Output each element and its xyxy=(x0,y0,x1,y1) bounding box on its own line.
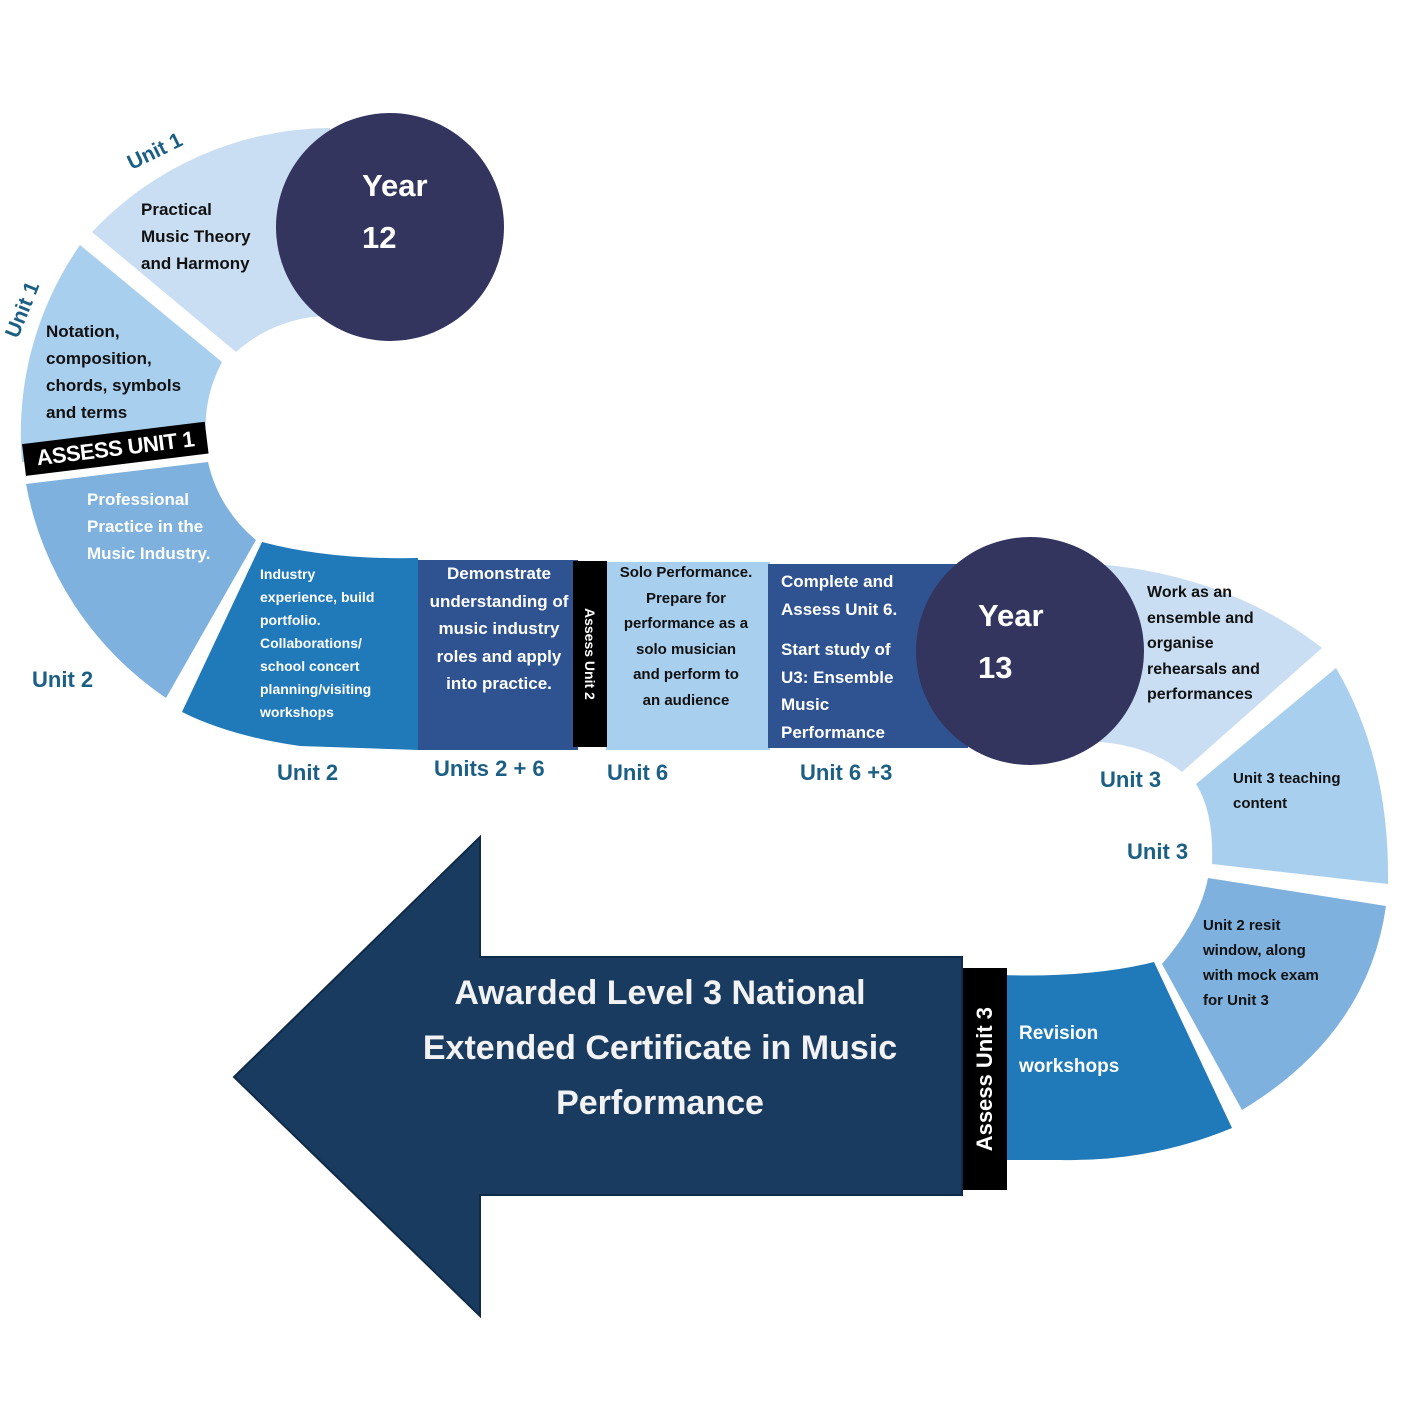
text-line: Demonstrate xyxy=(447,564,551,583)
text-line: Revision xyxy=(1019,1023,1099,1044)
segment-text-unit2-resit: Unit 2 resit window, along with mock exa… xyxy=(1203,913,1319,1013)
text-line: and terms xyxy=(46,403,128,422)
text-line: Work as an xyxy=(1147,584,1233,601)
segment-units-2-6 xyxy=(418,560,578,750)
text-line: an audience xyxy=(642,691,730,709)
text-line: Music Theory xyxy=(141,227,251,246)
segment-text-demonstrate: Demonstrate understanding of music indus… xyxy=(418,560,580,698)
segment-unit2-resit xyxy=(1162,878,1386,1110)
segment-unit1-music-theory xyxy=(92,128,330,352)
segment-unit1-notation xyxy=(20,245,222,462)
text-line: and perform to xyxy=(633,666,739,683)
spacer xyxy=(781,623,897,636)
segment-unit2-professional-practice xyxy=(26,462,256,698)
segment-text-ensemble: Work as an ensemble and organise rehears… xyxy=(1147,580,1260,708)
unit-label: Unit 2 xyxy=(32,667,94,692)
text-line: with mock exam xyxy=(1203,967,1319,984)
award-title: Awarded Level 3 National Extended Certif… xyxy=(370,966,950,1131)
award-arrow-shape xyxy=(232,834,963,1319)
text-line: Notation, xyxy=(46,322,120,341)
assess-unit3-label: Assess Unit 3 xyxy=(972,1006,997,1152)
text-line: for Unit 3 xyxy=(1203,992,1269,1009)
text-line: roles and apply xyxy=(436,646,562,666)
text-line: Unit 3 teaching xyxy=(1233,770,1341,787)
text-line: into practice. xyxy=(446,674,552,693)
text-line: ensemble and xyxy=(1147,609,1254,627)
unit-label: Unit 3 xyxy=(1127,839,1189,864)
text-line: workshops xyxy=(1019,1056,1120,1077)
text-line: Assess Unit 6. xyxy=(781,599,898,619)
segment-text-theory: Practical Music Theory and Harmony xyxy=(141,196,251,277)
segment-unit2-industry-experience xyxy=(182,542,418,750)
text-line: performances xyxy=(1147,686,1253,703)
segment-text-notation: Notation, composition, chords, symbols a… xyxy=(46,318,181,426)
text-line: Professional xyxy=(87,490,190,509)
segment-text-solo-performance: Solo Performance. Prepare for performanc… xyxy=(604,560,768,713)
segment-text-complete-unit6: Complete and Assess Unit 6. Start study … xyxy=(781,568,897,746)
segment-unit3-teaching xyxy=(1196,668,1389,884)
text-line: Performance xyxy=(781,722,885,742)
unit-label: Units 2 + 6 xyxy=(434,756,545,781)
text-line: content xyxy=(1233,795,1288,812)
text-line: Music xyxy=(781,695,830,714)
text-line: solo musician xyxy=(635,640,737,658)
text-line: Prepare for xyxy=(645,589,727,607)
text-line: chords, symbols xyxy=(46,376,182,395)
award-line: Extended Certificate in Music xyxy=(422,1029,898,1067)
unit-label: Unit 3 xyxy=(1100,767,1162,792)
text-line: rehearsals and xyxy=(1147,660,1260,678)
year13-label: Year 13 xyxy=(978,590,1044,694)
text-line: planning/visiting xyxy=(260,681,372,697)
text-line: Complete and xyxy=(781,572,894,591)
text-line: Music Industry. xyxy=(87,544,211,563)
unit-label: Unit 2 xyxy=(277,760,339,785)
year12-line1: Year xyxy=(362,168,428,203)
text-line: school concert xyxy=(260,658,360,674)
year13-line1: Year xyxy=(978,598,1044,633)
year12-line2: 12 xyxy=(362,220,397,255)
text-line: workshops xyxy=(260,704,334,720)
text-line: understanding of xyxy=(429,591,569,611)
segment-unit6-solo xyxy=(606,562,770,750)
text-line: Unit 2 resit xyxy=(1203,917,1281,934)
text-line: and Harmony xyxy=(141,254,250,273)
unit-label: Unit 6 xyxy=(607,760,669,785)
text-line: portfolio. xyxy=(260,612,321,628)
text-line: composition, xyxy=(46,349,152,368)
text-line: window, along xyxy=(1203,942,1306,959)
text-line: Collaborations/ xyxy=(260,635,362,651)
text-line: experience, build xyxy=(260,589,375,605)
year12-circle xyxy=(276,113,504,341)
assess-unit3-band: Assess Unit 3 xyxy=(963,968,1007,1190)
award-line: Performance xyxy=(556,1084,764,1122)
assess-unit2-label: Assess Unit 2 xyxy=(582,608,598,700)
text-line: Practical xyxy=(141,200,212,219)
text-line: performance as a xyxy=(623,615,749,632)
year12-label: Year 12 xyxy=(362,160,428,264)
text-line: U3: Ensemble xyxy=(781,667,894,687)
text-line: Industry xyxy=(260,566,316,582)
assess-unit2-band: Assess Unit 2 xyxy=(573,561,607,747)
text-line: Start study of xyxy=(781,640,891,659)
segment-text-professional-practice: Professional Practice in the Music Indus… xyxy=(87,486,210,567)
segment-text-unit3-teaching: Unit 3 teaching content xyxy=(1233,766,1341,816)
text-line: Solo Performance. xyxy=(619,564,753,581)
text-line: Practice in the xyxy=(87,517,204,536)
unit-label: Unit 6 +3 xyxy=(800,760,893,785)
text-line: music industry xyxy=(438,619,560,638)
segment-text-revision-workshops: Revision workshops xyxy=(1019,1017,1119,1083)
award-line: Awarded Level 3 National xyxy=(454,974,866,1012)
segment-revision-workshops xyxy=(1000,962,1232,1161)
text-line: organise xyxy=(1147,635,1214,652)
segment-text-industry-experience: Industry experience, build portfolio. Co… xyxy=(260,563,374,724)
year13-line2: 13 xyxy=(978,650,1013,685)
year13-circle xyxy=(916,537,1144,765)
